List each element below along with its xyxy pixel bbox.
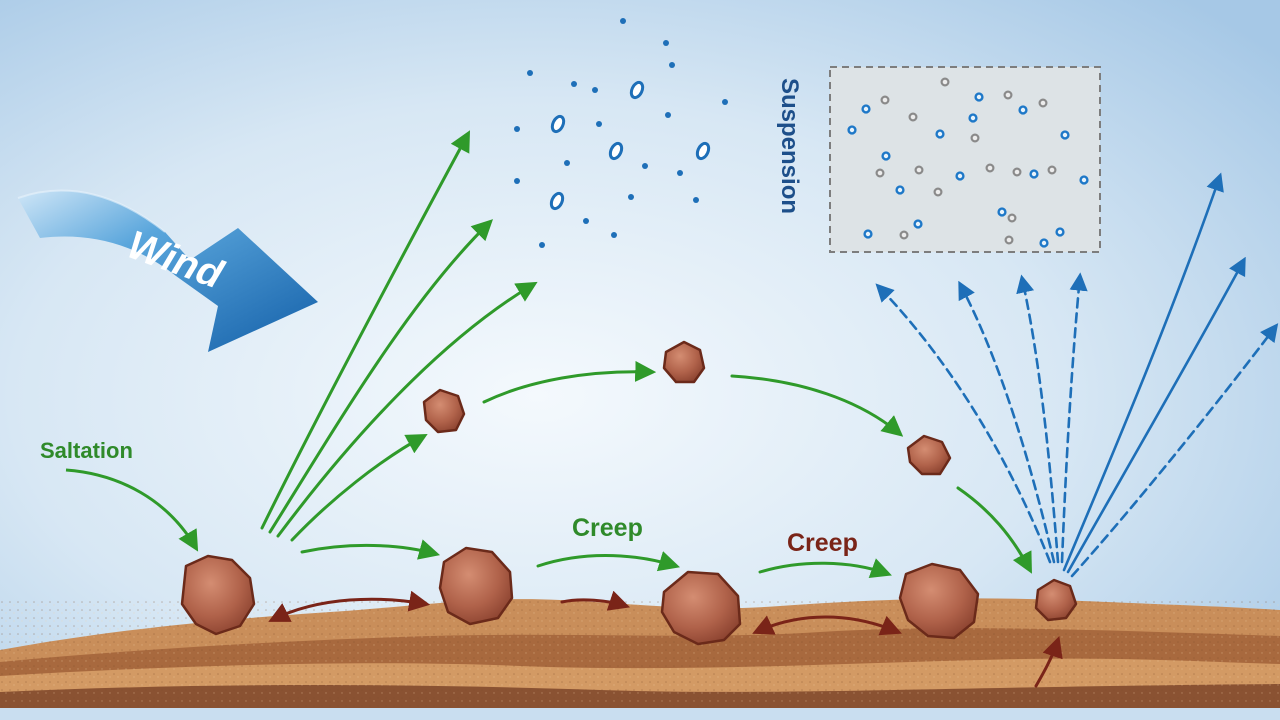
suspended-particle bbox=[880, 95, 890, 105]
suspended-particle bbox=[1038, 98, 1048, 108]
dust-grain bbox=[629, 80, 645, 100]
dust-dot bbox=[539, 242, 545, 248]
creep-label-green: Creep bbox=[572, 514, 643, 542]
suspended-particle bbox=[1018, 105, 1028, 115]
suspended-particle bbox=[913, 219, 923, 229]
suspended-particle bbox=[933, 187, 943, 197]
suspended-particle bbox=[968, 113, 978, 123]
suspension-particles bbox=[847, 77, 1089, 248]
suspended-particle bbox=[970, 133, 980, 143]
dust-dot bbox=[663, 40, 669, 46]
suspended-particle bbox=[1060, 130, 1070, 140]
suspension-box bbox=[829, 66, 1101, 253]
creep-green-arrows bbox=[536, 551, 892, 579]
dust-dot bbox=[677, 170, 683, 176]
suspended-particle bbox=[875, 168, 885, 178]
rock-particles bbox=[180, 340, 1078, 646]
dust-grain bbox=[695, 141, 711, 161]
suspended-particle bbox=[1079, 175, 1089, 185]
dust-grain bbox=[550, 114, 566, 134]
dust-dot bbox=[592, 87, 598, 93]
dust-dot bbox=[583, 218, 589, 224]
saltation-label: Saltation bbox=[40, 438, 133, 463]
suspended-particle bbox=[974, 92, 984, 102]
rock-particle bbox=[662, 340, 706, 384]
suspended-particle bbox=[895, 185, 905, 195]
dust-dot bbox=[620, 18, 626, 24]
suspended-particle bbox=[985, 163, 995, 173]
dust-grain bbox=[549, 191, 565, 211]
dust-grain bbox=[608, 141, 624, 161]
dust-dot bbox=[596, 121, 602, 127]
suspended-particle bbox=[861, 104, 871, 114]
rock-particle bbox=[438, 546, 514, 626]
dust-dot bbox=[642, 163, 648, 169]
creep-label-red: Creep bbox=[787, 529, 858, 557]
suspended-particle bbox=[881, 151, 891, 161]
rock-particle bbox=[898, 562, 980, 640]
suspended-particle bbox=[847, 125, 857, 135]
suspended-particle bbox=[899, 230, 909, 240]
suspended-particle bbox=[1047, 165, 1057, 175]
suspension-label: Suspension bbox=[776, 78, 803, 214]
suspended-particle bbox=[1029, 169, 1039, 179]
dust-dot bbox=[527, 70, 533, 76]
suspended-particle bbox=[997, 207, 1007, 217]
suspended-particle bbox=[940, 77, 950, 87]
rock-particle bbox=[180, 554, 256, 636]
soil-ground bbox=[0, 598, 1280, 720]
dust-dot bbox=[564, 160, 570, 166]
rock-particle bbox=[660, 570, 742, 646]
dust-dot bbox=[571, 81, 577, 87]
suspended-particle bbox=[914, 165, 924, 175]
dust-dot bbox=[514, 126, 520, 132]
suspended-particle bbox=[1039, 238, 1049, 248]
dust-dot bbox=[693, 197, 699, 203]
suspended-particle bbox=[863, 229, 873, 239]
dust-dot bbox=[514, 178, 520, 184]
suspended-particle bbox=[1003, 90, 1013, 100]
saltation-launch-arrows bbox=[260, 130, 538, 560]
suspended-particle bbox=[1007, 213, 1017, 223]
suspended-particle bbox=[935, 129, 945, 139]
dust-particles bbox=[514, 18, 728, 248]
rock-particle bbox=[906, 434, 952, 476]
dust-dot bbox=[669, 62, 675, 68]
wind-arrow bbox=[17, 189, 318, 352]
suspended-particle bbox=[908, 112, 918, 122]
rock-particle bbox=[422, 388, 466, 434]
suspended-particle bbox=[1004, 235, 1014, 245]
saltation-trajectory bbox=[482, 360, 1032, 574]
saltation-pointer-arrow bbox=[65, 468, 199, 552]
dust-dot bbox=[665, 112, 671, 118]
suspended-particle bbox=[955, 171, 965, 181]
dust-dot bbox=[611, 232, 617, 238]
dust-dot bbox=[628, 194, 634, 200]
suspended-particle bbox=[1055, 227, 1065, 237]
rock-particle bbox=[1034, 578, 1078, 622]
creep-red-arrows bbox=[268, 590, 1063, 688]
dust-dot bbox=[722, 99, 728, 105]
suspended-particle bbox=[1012, 167, 1022, 177]
suspension-arrows bbox=[875, 172, 1279, 578]
